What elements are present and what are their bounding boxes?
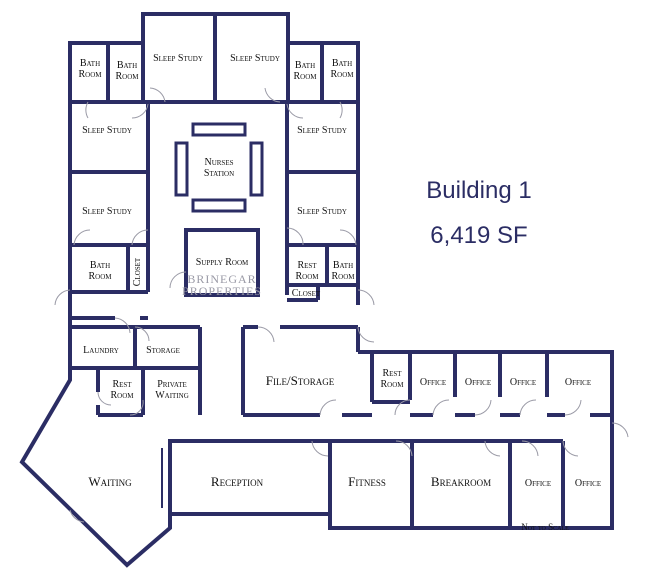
label-bath-nw1-l2: Room xyxy=(78,69,102,80)
label-bath-left-l1: Bath xyxy=(90,260,110,271)
label-rest-room-center-l2: Room xyxy=(295,271,319,282)
label-private-waiting-l2: Waiting xyxy=(155,390,189,401)
label-bath-nw2-l2: Room xyxy=(115,71,139,82)
label-bath-nw1-l1: Bath xyxy=(80,58,100,69)
building-title: Building 1 xyxy=(426,177,531,204)
label-bath-left-l2: Room xyxy=(88,271,112,282)
label-office-6: Office xyxy=(575,478,601,489)
label-storage: Storage xyxy=(146,345,180,356)
label-sleep-left-2: Sleep Study xyxy=(82,206,132,217)
watermark-line1: BRINEGAR xyxy=(187,272,256,286)
label-rest-room-center-l1: Rest xyxy=(297,260,317,271)
label-rest-room-east-l2: Room xyxy=(380,379,404,390)
label-waiting: Waiting xyxy=(88,474,132,489)
label-office-3: Office xyxy=(510,377,536,388)
label-bath-ne2-l2: Room xyxy=(330,69,354,80)
label-nurses-station-l1: Nurses xyxy=(204,157,233,168)
label-bath-ne1-l1: Bath xyxy=(295,60,315,71)
label-supply-room: Supply Room xyxy=(196,257,249,268)
note-not-to-scale: Not to Scale xyxy=(521,522,569,532)
watermark-line2: PROPERTIES xyxy=(182,284,262,298)
label-sleep-left-1: Sleep Study xyxy=(82,125,132,136)
label-nurses-station-l2: Station xyxy=(204,168,234,179)
label-sleep-top-right: Sleep Study xyxy=(230,53,280,64)
label-bath-right-l2: Room xyxy=(331,271,355,282)
label-sleep-right-1: Sleep Study xyxy=(297,125,347,136)
label-file-storage: File/Storage xyxy=(266,373,335,388)
label-closet-right: Closet xyxy=(292,288,321,299)
building-area: 6,419 SF xyxy=(430,222,527,249)
label-bath-nw2-l1: Bath xyxy=(117,60,137,71)
label-breakroom: Breakroom xyxy=(431,474,491,489)
label-bath-right-l1: Bath xyxy=(333,260,353,271)
label-sleep-right-2: Sleep Study xyxy=(297,206,347,217)
label-closet-left: Closet xyxy=(132,257,143,286)
label-office-1: Office xyxy=(420,377,446,388)
label-private-waiting-l1: Private xyxy=(157,379,187,390)
label-sleep-top-left: Sleep Study xyxy=(153,53,203,64)
label-office-2: Office xyxy=(465,377,491,388)
nurses-station-desk xyxy=(174,122,264,213)
label-rest-room-sw-l1: Rest xyxy=(112,379,132,390)
label-bath-ne1-l2: Room xyxy=(293,71,317,82)
label-office-5: Office xyxy=(525,478,551,489)
label-rest-room-east-l1: Rest xyxy=(382,368,402,379)
label-rest-room-sw-l2: Room xyxy=(110,390,134,401)
label-reception: Reception xyxy=(211,474,264,489)
building-info: Building 1 6,419 SF xyxy=(426,177,531,249)
label-fitness: Fitness xyxy=(348,474,386,489)
door-swings xyxy=(54,87,629,523)
label-laundry: Laundry xyxy=(83,345,119,356)
label-bath-ne2-l1: Bath xyxy=(332,58,352,69)
label-office-4: Office xyxy=(565,377,591,388)
